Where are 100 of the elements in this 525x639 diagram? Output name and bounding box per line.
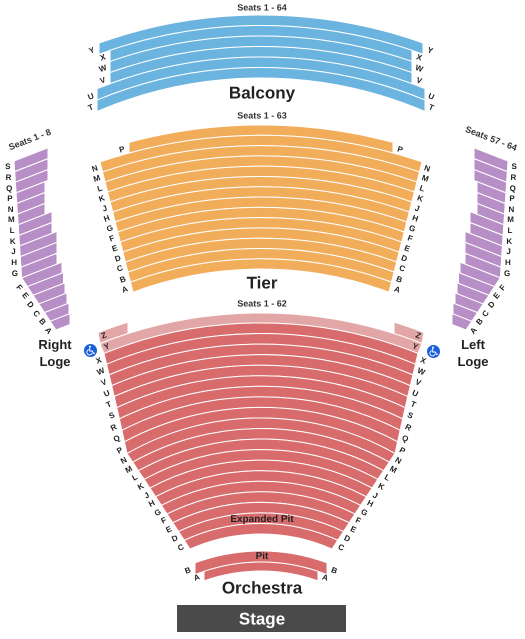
- row-letter: S: [511, 163, 517, 172]
- row-letter: A: [42, 326, 52, 336]
- row-letter: X: [94, 356, 103, 366]
- row-letter: K: [416, 194, 424, 204]
- row-letter: P: [7, 195, 13, 204]
- row-letter: A: [470, 326, 480, 336]
- row-letter: B: [475, 318, 486, 328]
- row-letter: M: [507, 216, 514, 224]
- section-label: Pit: [256, 552, 268, 562]
- row-letter: A: [320, 574, 329, 584]
- row-letter: V: [100, 378, 108, 388]
- row-letter: J: [142, 491, 150, 500]
- row-letter: Q: [112, 434, 122, 444]
- row-letter: B: [329, 566, 338, 576]
- row-letter: C: [336, 542, 346, 552]
- row-letter: E: [403, 244, 411, 254]
- section-label: Expanded Pit: [230, 514, 294, 524]
- row-letter: H: [410, 214, 419, 224]
- row-letter: N: [423, 164, 432, 174]
- row-letter: B: [118, 274, 127, 284]
- row-letter: A: [392, 284, 401, 294]
- row-letter: X: [100, 54, 108, 63]
- row-letter: P: [396, 144, 404, 154]
- row-letter: V: [414, 378, 422, 388]
- row-letter: J: [101, 204, 108, 214]
- row-letter: M: [420, 174, 430, 184]
- row-letter: R: [6, 174, 12, 182]
- stage-block: [177, 605, 346, 632]
- section-label: Left Loge: [457, 336, 489, 370]
- section-label: Right Loge: [38, 336, 72, 370]
- row-letter: L: [508, 227, 512, 236]
- row-letter: J: [372, 491, 380, 500]
- row-letter: D: [342, 534, 352, 544]
- row-letter: E: [492, 292, 502, 302]
- row-letter: W: [96, 367, 106, 378]
- section-label: Orchestra: [222, 580, 302, 596]
- row-letter: Y: [411, 342, 420, 352]
- row-letter: N: [90, 164, 99, 174]
- row-letter: D: [170, 534, 180, 544]
- row-letter: U: [411, 389, 420, 399]
- row-letter: F: [406, 234, 414, 244]
- row-letter: W: [416, 367, 426, 378]
- row-letter: G: [12, 270, 18, 278]
- row-letter: Y: [88, 46, 96, 56]
- row-letter: M: [388, 464, 398, 475]
- row-letter: K: [136, 482, 146, 492]
- row-letter: F: [108, 234, 116, 244]
- row-letter: Q: [6, 184, 12, 193]
- section-label: Balcony: [228, 84, 296, 102]
- row-letter: C: [116, 264, 124, 274]
- row-letter: G: [106, 224, 114, 234]
- row-letter: A: [121, 284, 130, 294]
- row-letter: N: [508, 206, 514, 214]
- row-letter: T: [105, 400, 113, 410]
- row-letter: R: [110, 422, 119, 433]
- row-letter: L: [382, 474, 391, 484]
- row-letter: D: [113, 254, 122, 264]
- row-letter: B: [395, 274, 404, 284]
- row-letter: P: [118, 144, 126, 154]
- row-letter: K: [98, 194, 106, 204]
- row-letter: J: [506, 248, 511, 256]
- row-letter: U: [427, 92, 436, 102]
- row-letter: K: [376, 482, 386, 492]
- row-letter: W: [98, 64, 108, 74]
- seat-range-label: Seats 1 - 62: [237, 300, 287, 308]
- row-letter: X: [414, 54, 422, 63]
- row-letter: H: [365, 499, 374, 510]
- row-letter: R: [510, 174, 516, 182]
- row-letter: D: [26, 300, 36, 310]
- section-label: Tier: [246, 274, 278, 292]
- row-letter: C: [31, 308, 42, 319]
- row-letter: Y: [102, 342, 111, 352]
- row-letter: S: [406, 412, 414, 422]
- row-letter: L: [418, 184, 426, 194]
- row-letter: T: [408, 400, 417, 410]
- row-letter: K: [506, 238, 512, 246]
- row-letter: E: [111, 244, 119, 254]
- section-label: Stage: [238, 610, 286, 628]
- row-letter: L: [131, 474, 140, 484]
- row-letter: H: [103, 214, 112, 224]
- row-letter: P: [115, 446, 124, 456]
- row-letter: H: [11, 258, 18, 267]
- row-letter: M: [124, 464, 134, 475]
- seat-range-label: Seats 1 - 8: [8, 128, 52, 152]
- row-letter: V: [100, 76, 108, 86]
- row-letter: C: [480, 308, 491, 319]
- row-letter: P: [509, 195, 515, 204]
- row-letter: W: [414, 64, 424, 74]
- row-letter: F: [498, 283, 508, 292]
- row-letter: D: [400, 254, 409, 264]
- row-letter: K: [10, 238, 16, 246]
- row-letter: P: [398, 446, 407, 456]
- row-letter: L: [10, 227, 14, 236]
- row-letter: G: [504, 270, 510, 278]
- row-letter: H: [148, 499, 157, 510]
- row-letter: G: [153, 508, 163, 518]
- seat-range-label: Seats 57 - 64: [464, 125, 518, 153]
- row-letter: M: [92, 174, 102, 184]
- row-letter: L: [96, 184, 104, 194]
- row-letter: F: [160, 516, 168, 526]
